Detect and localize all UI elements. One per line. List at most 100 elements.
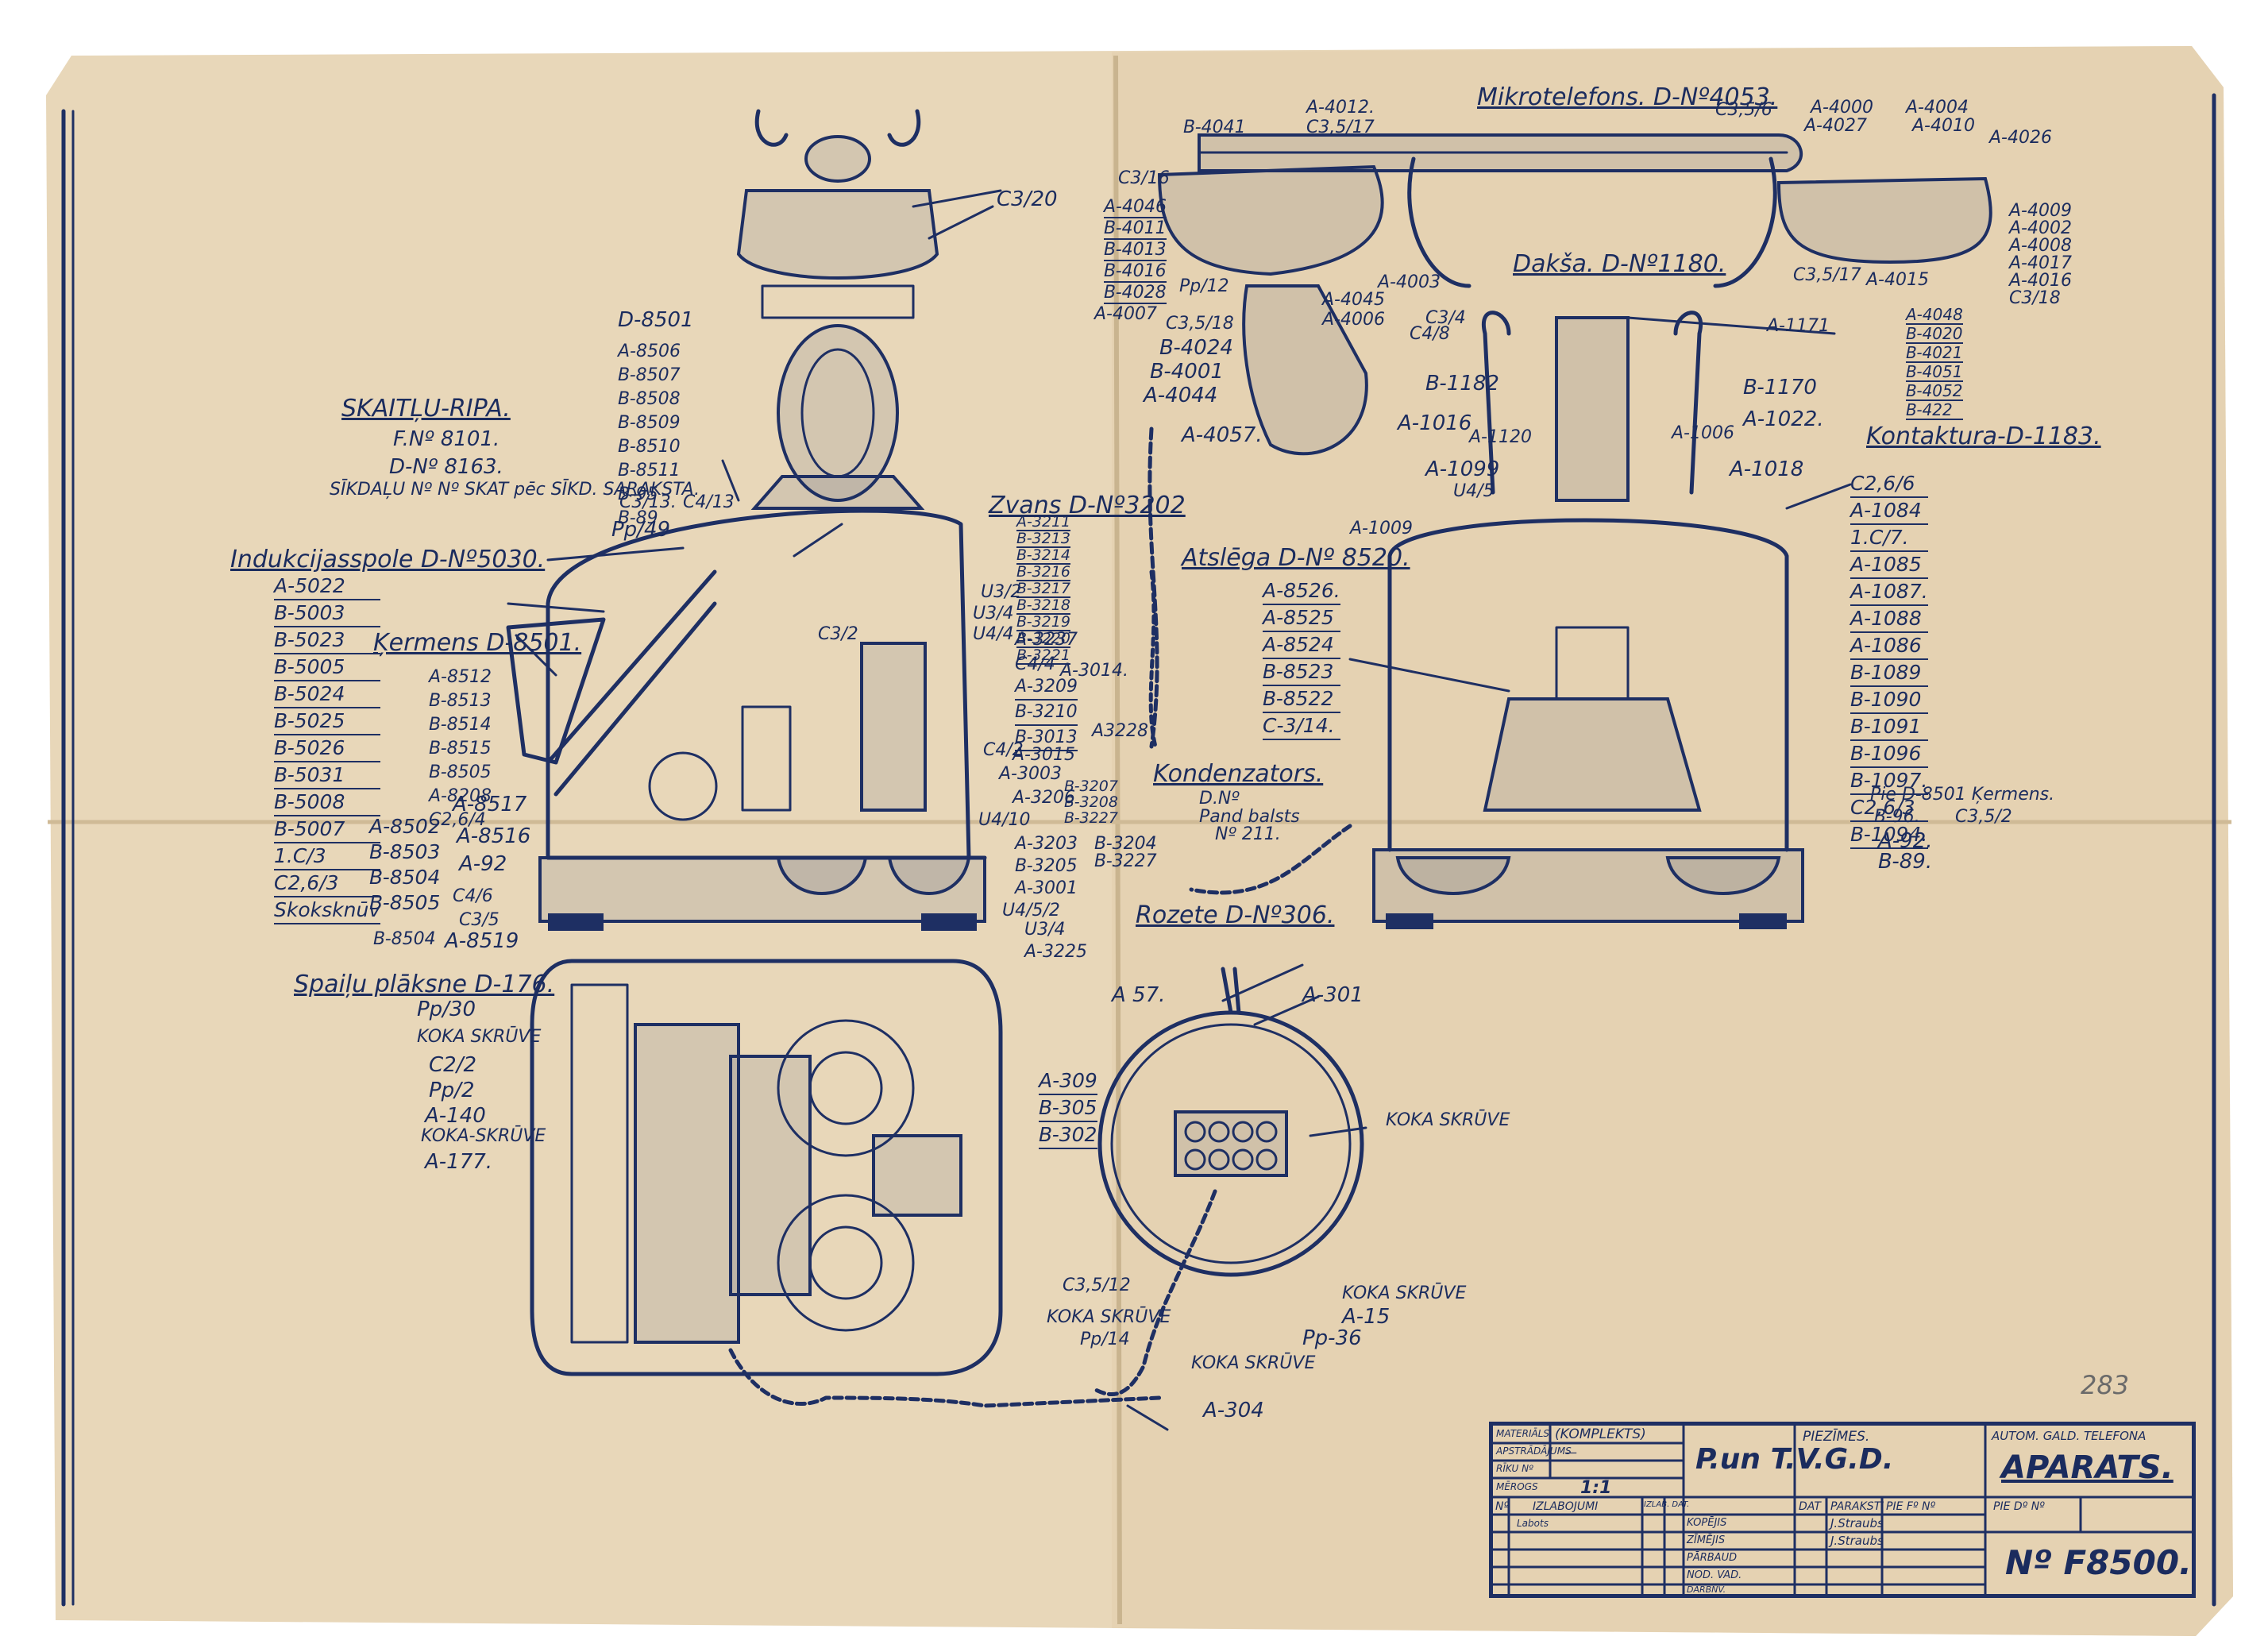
list-item: B-5024	[274, 681, 381, 708]
list-item: C2,6/6	[1850, 471, 1928, 498]
label-c352: C3,5/2	[1955, 807, 2012, 827]
list-item: B-3221	[1016, 646, 1071, 665]
tb-nod-vad: NOD. VAD.	[1687, 1569, 1742, 1581]
label-koka-1: KOKA SKRŪVE	[417, 1027, 542, 1047]
tb-number: Nº F8500.	[2005, 1543, 2192, 1582]
label-b96: B-96.	[1874, 807, 1920, 827]
tb-product-line: AUTOM. GALD. TELEFONA	[1992, 1429, 2146, 1443]
list-item: B-8507	[618, 365, 681, 385]
label-pp30: Pp/30	[417, 998, 476, 1021]
list-item: A-1085	[1850, 552, 1928, 579]
capacitor-title: Kondenzators.	[1153, 760, 1324, 788]
list-bell-parts: A-3211 B-3213 B-3214 B-3216 B-3217 B-321…	[1016, 513, 1071, 665]
list-item: A-4017	[2009, 253, 2072, 273]
tb-scale: 1:1	[1580, 1478, 1612, 1498]
telephone-side-view	[506, 109, 1002, 931]
dial-f-number: F.Nº 8101.	[393, 427, 500, 451]
tb-materials: MATERIĀLS	[1496, 1428, 1549, 1439]
label-a140: A-140	[425, 1104, 486, 1128]
label-c35: C3/5	[459, 910, 499, 930]
label-c313: C3/13.	[619, 492, 677, 512]
tb-apstrad: APSTRĀDĀJUMS	[1496, 1445, 1572, 1457]
label-u32: U3/2	[981, 582, 1022, 602]
list-item: B-8513	[429, 691, 492, 711]
label-b4001: B-4001	[1150, 360, 1224, 384]
label-pp14: Pp/14	[1080, 1330, 1130, 1349]
list-item: B-1089	[1850, 660, 1928, 687]
list-item: B-8505	[429, 762, 492, 782]
label-b3227: B-3227	[1094, 851, 1157, 871]
handset-title: Mikrotelefons. D-Nº4053.	[1477, 83, 1778, 111]
list-item: Skoksknūv	[274, 897, 381, 924]
list-item: B-8522	[1263, 686, 1340, 713]
sheet-note-pencil: 283	[2081, 1370, 2129, 1400]
label-a4012: A-4012.	[1306, 98, 1375, 118]
list-item: B-89	[618, 508, 658, 528]
key-title: Atslēga D-Nº 8520.	[1182, 544, 1410, 572]
list-item: A-309	[1039, 1068, 1097, 1095]
list-item: B-3218	[1016, 596, 1071, 615]
label-a3228: A3228	[1092, 721, 1149, 741]
label-u410: U4/10	[978, 810, 1031, 830]
list-item: B-8523	[1263, 659, 1340, 686]
label-u452: U4/5/2	[1002, 901, 1060, 920]
list-item: B-1094.	[1850, 822, 1928, 849]
label-c318: C3,5/18	[1166, 314, 1234, 334]
tb-sign-1: J.Straubs	[1830, 1516, 1884, 1530]
list-item: C-3/14.	[1263, 713, 1340, 740]
title-block-grid	[1493, 1426, 2192, 1594]
list-item: A-3211	[1016, 513, 1071, 531]
list-item: B-5023	[274, 627, 381, 654]
list-item: B-305	[1039, 1095, 1097, 1122]
label-a92-right: A-92.	[1878, 829, 1933, 853]
label-b1182: B-1182	[1425, 372, 1499, 396]
label-d8501: D-8501	[618, 308, 694, 332]
label-a4006: A-4006	[1322, 310, 1385, 330]
list-contact-parts: C2,6/6 A-1084 1.C/7. A-1085 A-1087. A-10…	[1850, 471, 1928, 849]
label-koka-right: KOKA SKRŪVE	[1386, 1110, 1510, 1130]
contact-title: Kontaktura-D-1183.	[1866, 423, 2101, 450]
list-item: B-4028	[1104, 283, 1167, 304]
label-koka-left: KOKA SKRŪVE	[1047, 1307, 1171, 1327]
list-item: B-3220	[1016, 630, 1071, 648]
list-item: B-5003	[274, 600, 381, 627]
label-c44: C4/4	[1015, 654, 1055, 674]
list-item: B-3219	[1016, 613, 1071, 631]
list-item: B-4052	[1906, 381, 1963, 401]
list-item: B-1091	[1850, 714, 1928, 741]
list-item: B-5031	[274, 762, 381, 789]
list-item: B-1090	[1850, 687, 1928, 714]
list-bell-right: B-3207 B-3208 B-3227	[1064, 778, 1118, 826]
label-a4015: A-4015	[1866, 270, 1929, 290]
tb-kopeja: KOPĒJIS	[1687, 1517, 1727, 1529]
list-item: A-8525	[1263, 605, 1340, 632]
label-a1006: A-1006	[1672, 423, 1734, 443]
list-item: 1.C/7.	[1850, 525, 1928, 552]
list-item: B-8514	[429, 715, 492, 735]
list-item: A-1084	[1850, 498, 1928, 525]
list-item: B-3227	[1064, 809, 1118, 827]
label-a177: A-177.	[425, 1150, 493, 1174]
label-koka-bottom: KOKA SKRŪVE	[1191, 1353, 1316, 1373]
label-c22: C2/2	[429, 1053, 476, 1077]
rozete-view	[1094, 967, 1364, 1396]
label-a92-left: A-92	[459, 852, 507, 876]
tb-izlab-col: IZLAB. DAT.	[1644, 1500, 1690, 1509]
terminal-plate-title: Spaiļu plāksne D-176.	[294, 971, 555, 998]
label-c356: C3,5/6	[1715, 100, 1772, 120]
label-a4000: A-4000	[1811, 98, 1873, 118]
label-b89: B-89.	[1878, 850, 1933, 874]
list-item: B-8511	[618, 461, 681, 481]
list-handset-right: A-4009 A-4002 A-4008 A-4017 A-4016 C3/18	[2009, 203, 2072, 307]
list-item: B-3207	[1064, 778, 1118, 795]
list-item: A-5022	[274, 573, 381, 600]
label-c46: C4/6	[453, 886, 493, 906]
label-u34: U3/4	[973, 604, 1014, 623]
tb-dat: DAT	[1799, 1500, 1821, 1513]
list-item: B-8510	[618, 437, 681, 457]
leader-lines	[507, 205, 1852, 1431]
title-block: MATERIĀLS (KOMPLEKTS) APSTRĀDĀJUMS — RĪK…	[1489, 1422, 2196, 1598]
dial-title: SKAITĻU-RIPA.	[341, 395, 511, 423]
list-item: B-5008	[274, 789, 381, 816]
tb-merogs: MĒROGS	[1496, 1481, 1538, 1492]
